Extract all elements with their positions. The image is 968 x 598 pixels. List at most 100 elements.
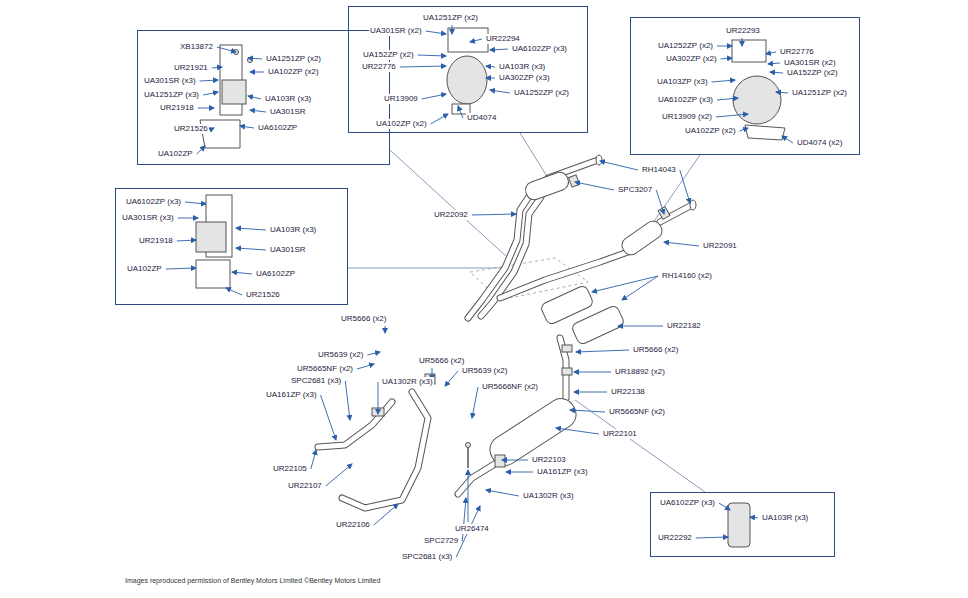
part-number: UA102ZP (x2) bbox=[684, 126, 737, 136]
part-number: UR18892 (x2) bbox=[614, 367, 666, 377]
part-number: UA102ZP (x2) bbox=[375, 119, 428, 129]
part-number: UR5666 (x2) bbox=[340, 314, 387, 324]
leader-line bbox=[766, 52, 776, 54]
exhaust-pipe bbox=[318, 160, 692, 508]
leader-line bbox=[458, 106, 463, 118]
leader-line bbox=[462, 498, 466, 541]
part-number: UA301SR (x3) bbox=[143, 76, 197, 86]
exhaust-pipe bbox=[500, 252, 628, 298]
part-number: UR5665NF (x2) bbox=[608, 407, 666, 417]
clamp bbox=[562, 345, 572, 352]
part-number: SPC2729 bbox=[423, 536, 459, 546]
inset-panel: UA6102ZP (x3)UA301SR (x3)UA103R (x3)UR21… bbox=[115, 188, 348, 305]
part-number: UR21918 bbox=[159, 103, 195, 113]
leader-line bbox=[248, 96, 261, 99]
inset-panel: UA6102ZP (x3)UA103R (x3)UR22292 bbox=[650, 492, 835, 557]
exhaust-pipe bbox=[458, 462, 498, 494]
leader-line bbox=[719, 503, 730, 510]
part-number: UA1252ZP (x2) bbox=[657, 41, 714, 51]
leader-line bbox=[740, 128, 748, 131]
leader-line bbox=[556, 428, 599, 434]
mount-bracket bbox=[196, 28, 785, 547]
leader-line bbox=[236, 248, 266, 250]
leader-line bbox=[468, 470, 469, 522]
leader-line bbox=[486, 490, 519, 496]
part-number: UR26474 bbox=[454, 524, 490, 534]
leader-line bbox=[776, 92, 788, 93]
leader-line bbox=[716, 114, 748, 117]
part-number: UR22107 bbox=[287, 481, 323, 491]
link-line bbox=[348, 133, 705, 492]
mount-bracket bbox=[447, 56, 487, 104]
link-line bbox=[520, 133, 548, 178]
part-number: UR5666NF (x2) bbox=[481, 382, 539, 392]
clamp bbox=[569, 175, 580, 187]
part-number: UR22293 bbox=[725, 26, 761, 36]
silencer-box bbox=[523, 170, 571, 202]
part-number: UA102ZP (x2) bbox=[267, 67, 320, 77]
leader-line bbox=[345, 381, 350, 420]
part-number: UA152ZP (x2) bbox=[362, 50, 415, 60]
leader-line bbox=[426, 31, 446, 34]
part-number: UR22292 bbox=[657, 533, 693, 543]
silencer-box bbox=[485, 155, 696, 471]
link-line bbox=[390, 150, 508, 258]
clamp bbox=[466, 443, 471, 448]
leader-line bbox=[768, 63, 780, 64]
part-number: UA301SR (x2) bbox=[783, 58, 837, 68]
part-number: UR21526 bbox=[173, 124, 209, 134]
leader-line bbox=[422, 94, 446, 99]
leader-line bbox=[472, 387, 478, 418]
part-number: UA103R (x3) bbox=[264, 94, 312, 104]
leader-line bbox=[250, 110, 266, 112]
part-number: UA1251ZP (x2) bbox=[265, 54, 322, 64]
mount-bracket bbox=[732, 40, 766, 62]
exhaust-pipe bbox=[342, 392, 428, 508]
part-number: XB13872 bbox=[179, 42, 214, 52]
leader-line bbox=[506, 472, 533, 473]
leader-line bbox=[717, 46, 732, 47]
part-number: UR22103 bbox=[531, 455, 567, 465]
leader-line bbox=[321, 395, 336, 440]
part-number: UR22091 bbox=[702, 241, 738, 251]
leader-line bbox=[696, 537, 728, 538]
part-number: UR22092 bbox=[433, 210, 469, 220]
clamp bbox=[495, 455, 505, 467]
mount-bracket bbox=[196, 260, 230, 288]
part-number: UA301SR (x2) bbox=[369, 26, 423, 36]
silencer-box bbox=[485, 393, 582, 470]
leader-line bbox=[750, 517, 758, 518]
clamp bbox=[372, 175, 670, 468]
part-number: UA1302R (x3) bbox=[381, 377, 434, 387]
inset-panel: XB13872UR21921UA1251ZP (x2)UA102ZP (x2)U… bbox=[137, 30, 390, 165]
leader-line bbox=[600, 161, 638, 170]
leader-line bbox=[357, 364, 374, 369]
leader-line bbox=[490, 90, 510, 93]
leader-line bbox=[574, 372, 611, 373]
part-number: UA103ZP (x3) bbox=[656, 77, 709, 87]
leader-line bbox=[185, 202, 206, 204]
mount-bracket bbox=[733, 76, 781, 124]
part-number: UR13909 bbox=[383, 94, 419, 104]
part-number: UA1302R (x3) bbox=[522, 491, 575, 501]
part-number: UA1251ZP (x3) bbox=[143, 90, 200, 100]
part-number: UD4074 (x2) bbox=[796, 138, 843, 148]
exhaust-pipe bbox=[342, 392, 428, 508]
clamp bbox=[562, 368, 572, 375]
part-number: UR22776 bbox=[779, 47, 815, 57]
part-number: UR22182 bbox=[666, 321, 702, 331]
part-number: UR5639 (x2) bbox=[461, 366, 508, 376]
silencer-box bbox=[571, 304, 626, 345]
part-number: UR5665NF (x2) bbox=[296, 364, 354, 374]
part-number: UR22138 bbox=[610, 387, 646, 397]
leader-line bbox=[472, 214, 516, 215]
part-number: RH14043 bbox=[641, 165, 677, 175]
leader-line bbox=[198, 108, 214, 109]
leader-line bbox=[664, 242, 699, 246]
mount-bracket bbox=[728, 503, 750, 547]
leader-line bbox=[418, 55, 446, 56]
leader-line bbox=[445, 371, 458, 386]
leader-line bbox=[178, 218, 198, 219]
leader-line bbox=[212, 128, 214, 129]
leader-line bbox=[177, 240, 196, 241]
